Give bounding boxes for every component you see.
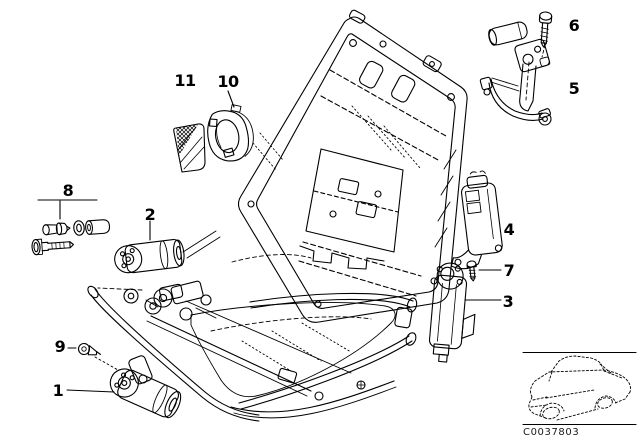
- callout-8[interactable]: 8: [62, 181, 74, 200]
- part-1-motor-drawing: [109, 368, 182, 419]
- part-2-motor-drawing: [114, 238, 185, 274]
- diagram-code: C0037803: [523, 427, 580, 438]
- part-10-grommet-drawing: [207, 104, 254, 162]
- part-6-screw-drawing: [538, 11, 553, 48]
- part-11-pad-drawing: [173, 123, 206, 173]
- backrest-frame-drawing: [145, 9, 468, 323]
- seat-base-frame-drawing: [87, 230, 418, 422]
- callout-9[interactable]: 9: [54, 337, 66, 356]
- callout-1[interactable]: 1: [52, 381, 64, 400]
- part-3-motor-drawing: [428, 262, 476, 363]
- leader-lines: [37, 90, 502, 393]
- part-4-actuator-drawing: [450, 170, 503, 270]
- callout-10[interactable]: 10: [217, 72, 239, 91]
- callout-5[interactable]: 5: [568, 79, 580, 98]
- callout-3[interactable]: 3: [502, 292, 514, 311]
- callout-7[interactable]: 7: [503, 261, 515, 280]
- callout-11[interactable]: 11: [174, 71, 196, 90]
- callout-6[interactable]: 6: [568, 16, 580, 35]
- part-7-screw-drawing: [466, 260, 477, 282]
- callout-4[interactable]: 4: [503, 220, 515, 239]
- footer-rules: [522, 351, 637, 426]
- car-silhouette-icon: [528, 355, 631, 421]
- part-9-screw-drawing: [77, 342, 102, 356]
- part-5-motor-assembly-drawing: [479, 21, 552, 126]
- part-8-hardware-drawing: [31, 219, 111, 256]
- callout-2[interactable]: 2: [144, 205, 156, 224]
